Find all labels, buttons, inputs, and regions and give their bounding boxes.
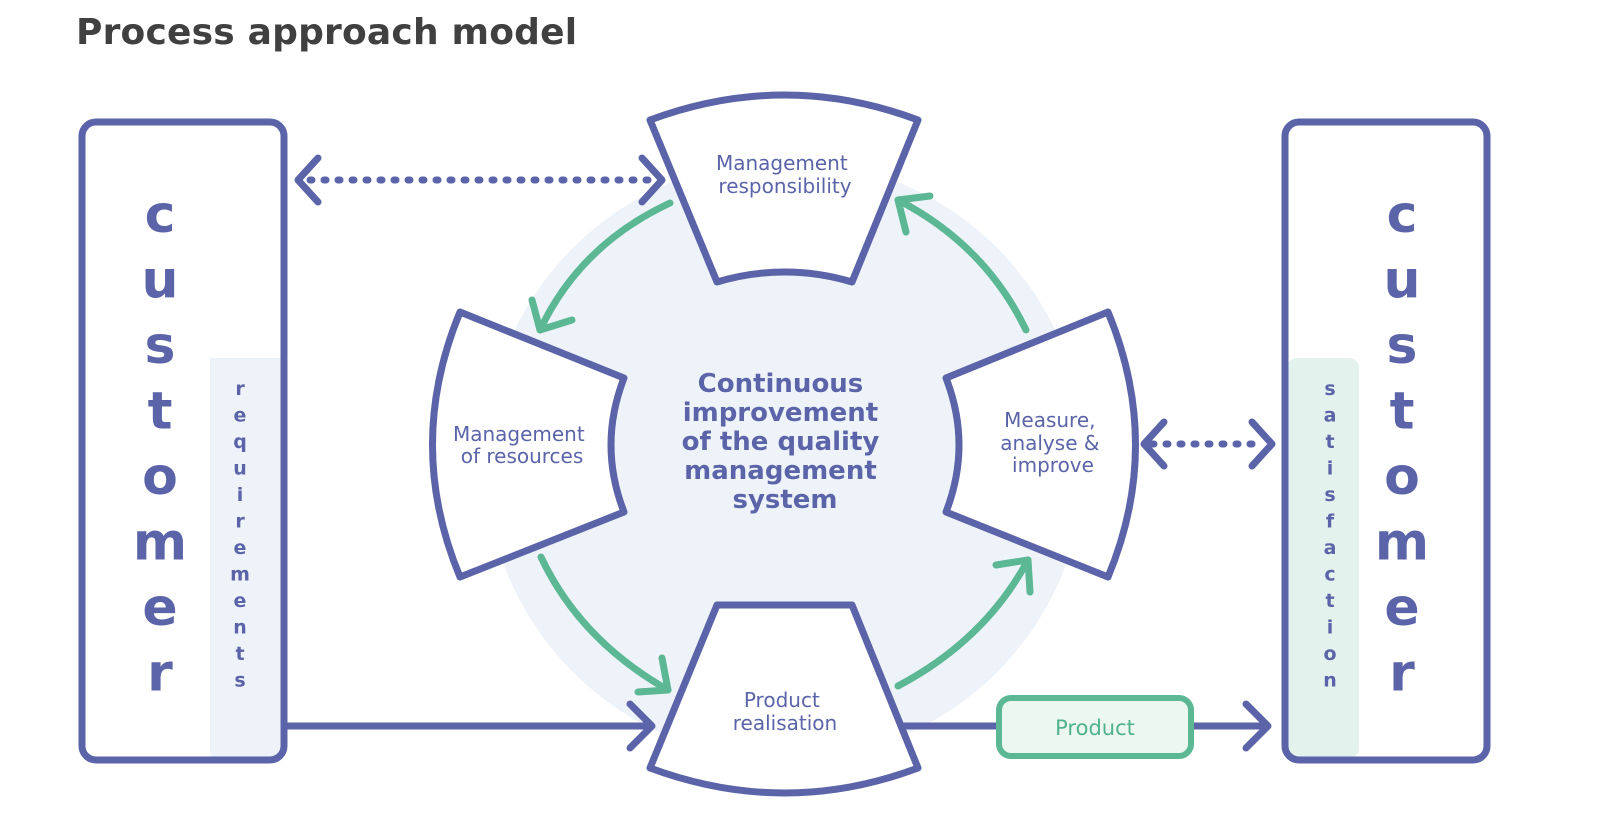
cycle-arrow-head — [894, 192, 934, 236]
center-label: Continuous improvement of the quality ma… — [682, 369, 889, 515]
dotted-arrow-top — [294, 154, 666, 206]
cycle-arrow-left-bottom — [537, 553, 672, 694]
cycle-arrow-head — [992, 556, 1034, 596]
segment-label-left: Management of resources — [453, 422, 591, 468]
segment-label-bottom: Product realisation — [733, 688, 837, 735]
product-box — [996, 695, 1194, 759]
background-circle — [485, 160, 1085, 760]
cycle-arrows — [528, 192, 1034, 696]
cycle-arrow-top-left — [536, 199, 674, 334]
segment-measure-analyse-improve — [942, 308, 1139, 581]
segment-product-realisation — [646, 601, 922, 797]
product-label: Product — [1055, 716, 1135, 740]
cycle-arrow-head — [528, 296, 576, 334]
segment-management-responsibility — [646, 91, 922, 286]
segment-label-top: Management responsibility — [716, 151, 854, 198]
input-arrow — [284, 700, 656, 752]
satisfaction-panel — [1287, 358, 1359, 758]
segment-label-right: Measure, analyse & improve — [1000, 408, 1106, 477]
cycle-arrow-right-top — [894, 196, 1030, 334]
cycle-arrow-head — [634, 654, 672, 696]
page-title: Process approach model — [76, 12, 578, 53]
dotted-arrow-right — [1140, 418, 1276, 470]
requirements-panel — [210, 358, 282, 758]
segment-management-of-resources — [429, 308, 628, 581]
output-arrow — [898, 700, 1272, 752]
cycle-arrow-bottom-right — [894, 556, 1032, 690]
